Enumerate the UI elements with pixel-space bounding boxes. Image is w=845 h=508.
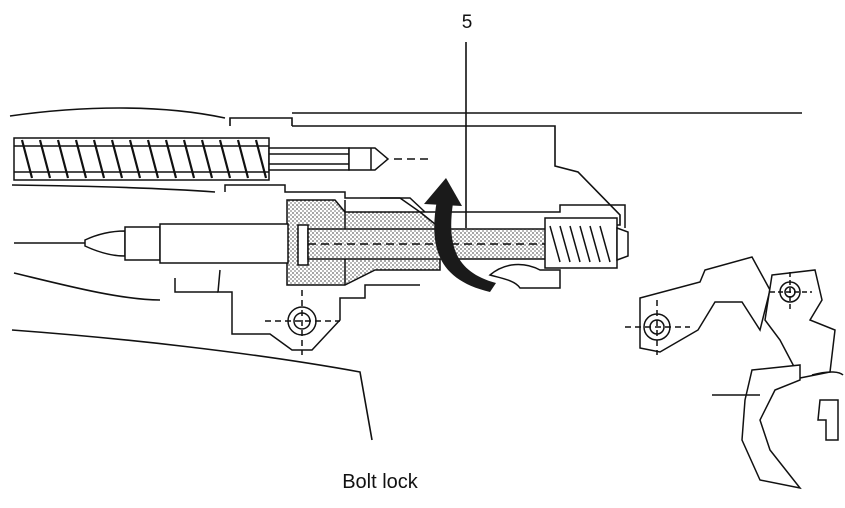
stock-lower-curve — [12, 330, 372, 440]
trigger-group — [625, 257, 843, 488]
receiver-lug — [230, 118, 292, 126]
stock-upper-curve — [12, 185, 215, 192]
diagram-caption: Bolt lock — [342, 471, 418, 493]
bolt-carrier-frame — [175, 185, 625, 355]
rotation-arrow — [424, 178, 496, 292]
stock-mid-curve — [14, 273, 160, 300]
callout-label-5: 5 — [461, 12, 473, 33]
receiver-outline — [10, 108, 802, 440]
receiver-body-right — [292, 126, 620, 225]
cartridge — [14, 224, 288, 263]
extractor — [490, 265, 560, 288]
recoil-spring — [14, 138, 430, 180]
barrel-extension — [308, 218, 628, 268]
receiver-top-curve — [10, 108, 225, 118]
carrier-top-edge — [225, 185, 625, 228]
housing-step — [175, 278, 218, 292]
